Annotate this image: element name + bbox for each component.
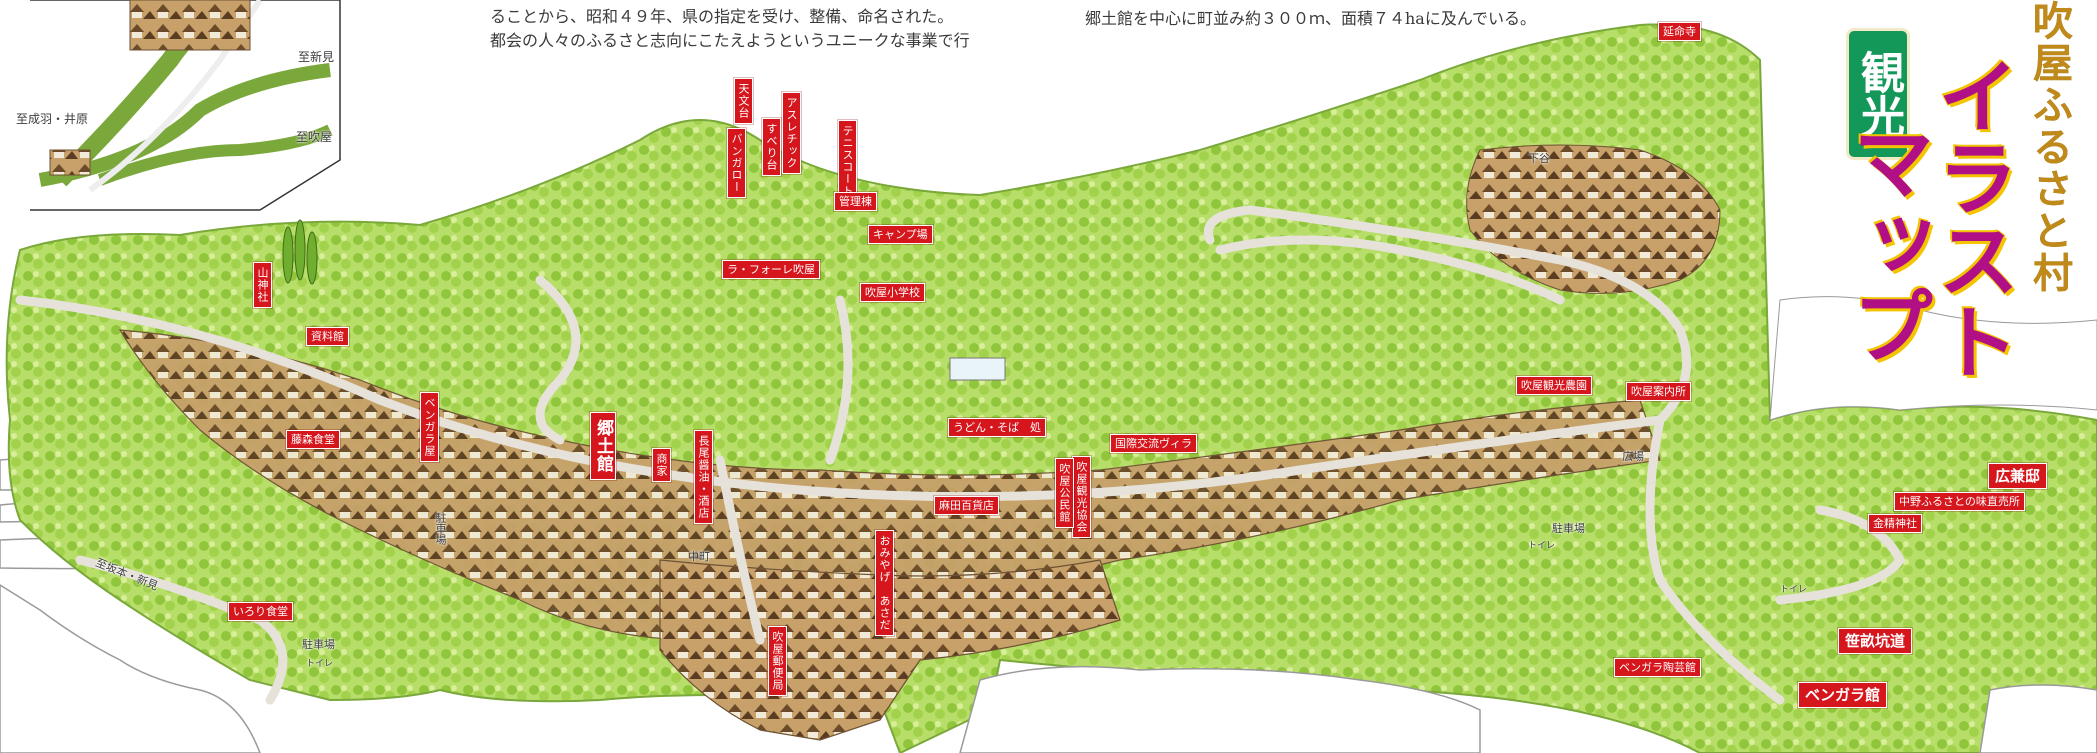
label-bengarakan: ベンガラ館 — [1798, 682, 1888, 708]
label-sasaune: 笹畝坑道 — [1838, 628, 1913, 654]
text-toilet-3: トイレ — [1780, 585, 1808, 595]
label-shiryokan: 資料館 — [306, 327, 349, 346]
map-title: 吹屋ふるさと村 観光 イラスト マップ — [1830, 0, 2097, 400]
label-nagao: 長尾醤油・酒店 — [694, 430, 713, 524]
label-school: 吹屋小学校 — [860, 283, 925, 302]
label-suberidai: すべり台 — [762, 118, 781, 176]
text-nakamachi: 中町 — [688, 550, 710, 563]
text-parking-1: 駐車場 — [434, 512, 447, 545]
label-kanayama: 金精神社 — [1868, 514, 1922, 533]
label-kanrito: 管理棟 — [834, 192, 877, 211]
label-athletic: アスレチック — [782, 92, 801, 174]
text-hiroba: 広場 — [1622, 450, 1644, 463]
label-enmeiji: 延命寺 — [1658, 22, 1701, 41]
label-fujimori: 藤森食堂 — [286, 430, 340, 449]
label-yamagami: 山神社 — [253, 262, 272, 308]
inset-map — [0, 0, 341, 211]
text-toilet-1: トイレ — [306, 659, 334, 669]
inset-label-fukiya: 至吹屋 — [296, 130, 333, 144]
text-toilet-2: トイレ — [1528, 541, 1556, 551]
label-bengara-toukei: ベンガラ陶芸館 — [1614, 658, 1701, 677]
label-bengara-ya: ベンガラ屋 — [420, 392, 439, 462]
label-tennis: テニスコート — [838, 120, 857, 202]
label-kyodokan: 郷土館 — [590, 412, 616, 480]
title-illust: イラスト — [1922, 53, 2019, 383]
title-village: 吹屋ふるさと村 — [2026, 0, 2073, 294]
title-map: マップ — [1838, 120, 1933, 366]
text-parking-2: 駐車場 — [302, 638, 335, 651]
poplar-trees — [282, 219, 318, 285]
label-udon: うどん・そば 処 — [948, 418, 1046, 437]
label-kanko-kyokai: 吹屋観光協会 — [1072, 456, 1091, 538]
label-camp: キャンプ場 — [868, 225, 933, 244]
label-annai: 吹屋案内所 — [1626, 382, 1691, 401]
label-yubin: 吹屋郵便局 — [768, 626, 787, 696]
inset-label-nariwa: 至成羽・井原 — [16, 112, 89, 126]
cloud-lower — [959, 665, 1481, 753]
intro-line-2: 都会の人々のふるさと志向にこたえようというユニークな事業で行 — [490, 31, 970, 50]
cloud-right-lower — [1979, 684, 2097, 753]
label-kokusai: 国際交流ヴィラ — [1110, 434, 1197, 453]
label-asada: 麻田百貨店 — [934, 496, 999, 515]
label-shop: 商家 — [652, 448, 671, 482]
title-badge: 観光 — [1846, 28, 1910, 160]
intro-line-1: ることから、昭和４９年、県の指定を受け、整備、命名された。 — [490, 7, 954, 26]
intro-line-3: 郷土館を中心に町並み約３００ｍ、面積７４haに及んでいる。 — [1085, 9, 1537, 28]
pool — [949, 357, 1006, 381]
label-nouen: 吹屋観光農園 — [1516, 376, 1592, 395]
village-townscape — [118, 329, 1661, 641]
label-tenmondai: 天文台 — [734, 78, 753, 124]
inset-label-niimi: 至新見 — [298, 50, 335, 64]
label-irori: いろり食堂 — [228, 602, 293, 621]
label-hirokane: 広兼邸 — [1988, 463, 2048, 489]
label-kominkan: 吹屋公民館 — [1055, 458, 1074, 528]
label-bungalow: バンガロー — [727, 128, 746, 198]
roads — [15, 205, 1906, 705]
text-parking-3: 駐車場 — [1552, 522, 1585, 535]
text-shimodani: 下谷 — [1528, 152, 1550, 165]
label-nakano: 中野ふるさとの味直売所 — [1894, 492, 2025, 511]
label-omiyage: おみやげ あさだ — [875, 530, 894, 636]
label-lafolle: ラ・フォーレ吹屋 — [722, 260, 820, 279]
